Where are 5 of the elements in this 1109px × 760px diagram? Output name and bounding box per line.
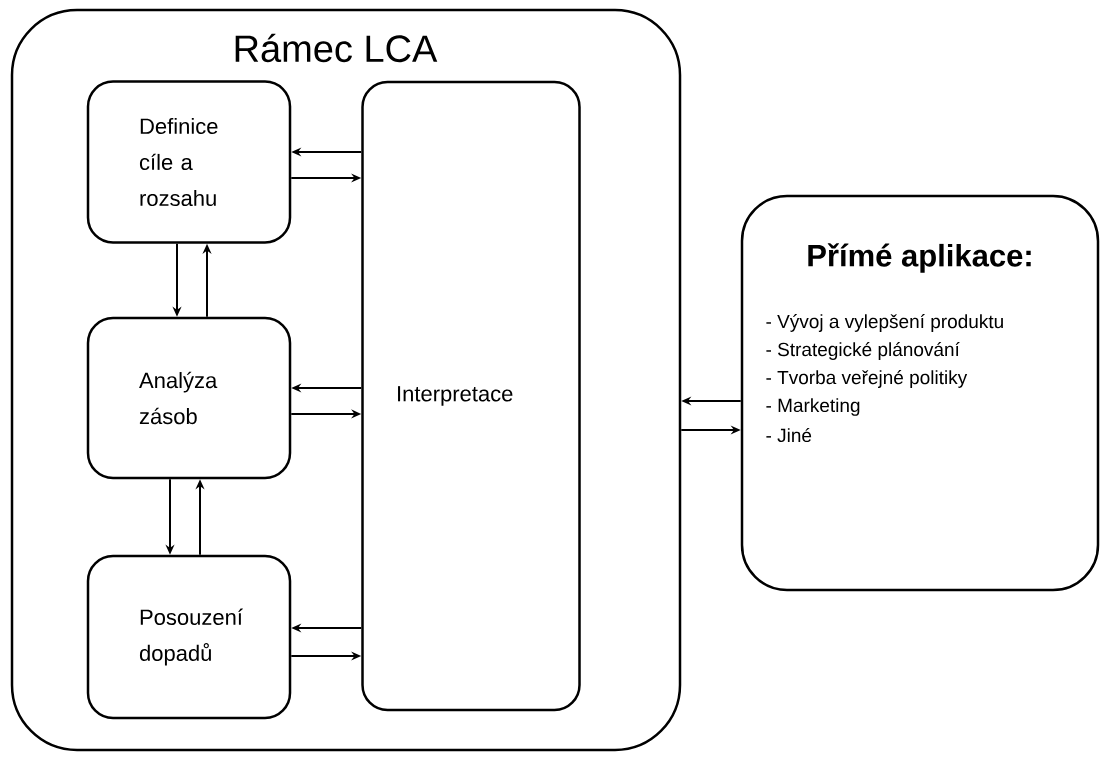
process-box: Analýza zásob (86, 316, 292, 480)
process-box: Definice cíle a rozsahu (86, 80, 292, 244)
process-box: Posouzení dopadů (86, 554, 292, 720)
interpretation-box: Interpretace (361, 80, 581, 712)
application-box: Přímé aplikace: - Vývoj a vylepšení produktu - Strategické plánování - Tvorba veřejné politiky - Marketing - Jiné (740, 194, 1100, 592)
